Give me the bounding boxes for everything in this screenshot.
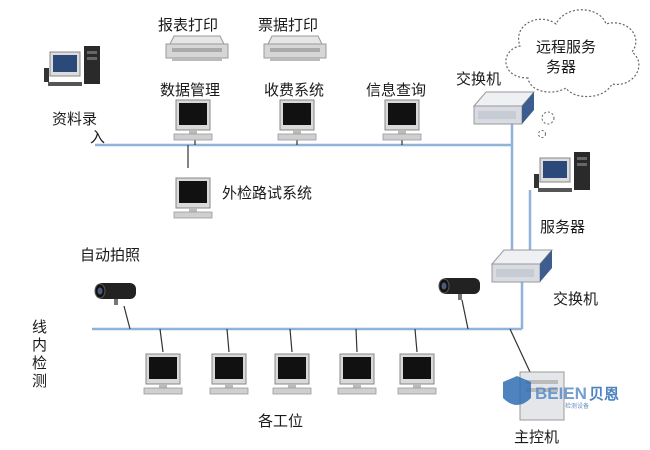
remote-server-label-line1: 远程服务 [536,38,596,56]
camera-left-link [123,305,131,330]
ws3-link [289,328,293,353]
fee-system-label: 收费系统 [264,81,324,99]
report-print-label: 报表打印 [158,16,218,34]
info-query-monitor-icon [382,99,422,141]
auto-photo-label: 自动拍照 [80,246,140,264]
logo-brand-latin: BEIEN [535,384,587,403]
workstation-2-icon [209,353,249,395]
info-query-label: 信息查询 [366,81,426,99]
shield-icon [503,376,531,405]
camera-right-icon [438,277,481,301]
switch-top-label: 交换机 [456,70,501,88]
fee-system-monitor-icon [277,99,317,141]
camera-left-icon [94,282,137,306]
workstations-label: 各工位 [258,412,303,430]
inline-label-line2: 内 [32,336,47,354]
switch-mid-label: 交换机 [553,290,598,308]
data-entry-label-line2: 入 [90,128,105,146]
ws4-link [355,328,358,353]
data-entry-pc-icon [43,45,101,87]
logo-tagline: 检测设备 [565,402,589,410]
camera-right-link [461,299,469,330]
switch-top-icon [473,91,535,125]
main-control-label: 主控机 [514,428,559,446]
remote-server-label-line2: 务器 [546,58,576,76]
workstation-3-icon [272,353,312,395]
inline-label-line3: 检 [32,354,47,372]
ws1-link [159,328,164,353]
workstation-4-icon [337,353,377,395]
ticket-printer-icon [263,35,327,62]
data-manage-monitor-icon [173,99,213,141]
inline-label-line4: 测 [32,372,47,390]
workstation-1-icon [143,353,183,395]
server-pc-icon [533,151,591,193]
data-entry-label-line1: 资料录 [52,110,97,128]
main-control-link [509,328,531,373]
ws2-link [226,328,230,353]
switch-mid-icon [491,249,553,283]
data-manage-label: 数据管理 [160,81,220,99]
external-test-monitor-icon [173,177,213,219]
logo-brand-cn: 贝恩 [589,385,619,403]
inline-label-line1: 线 [32,318,47,336]
remote-server-cloud-icon [505,9,640,138]
report-printer-icon [165,35,229,62]
beien-logo: BEIEN 贝恩 检测设备 [503,376,619,410]
server-label: 服务器 [540,218,585,236]
ws5-link [414,328,418,353]
workstation-5-icon [397,353,437,395]
external-test-label: 外检路试系统 [222,184,312,202]
ticket-print-label: 票据打印 [258,16,318,34]
